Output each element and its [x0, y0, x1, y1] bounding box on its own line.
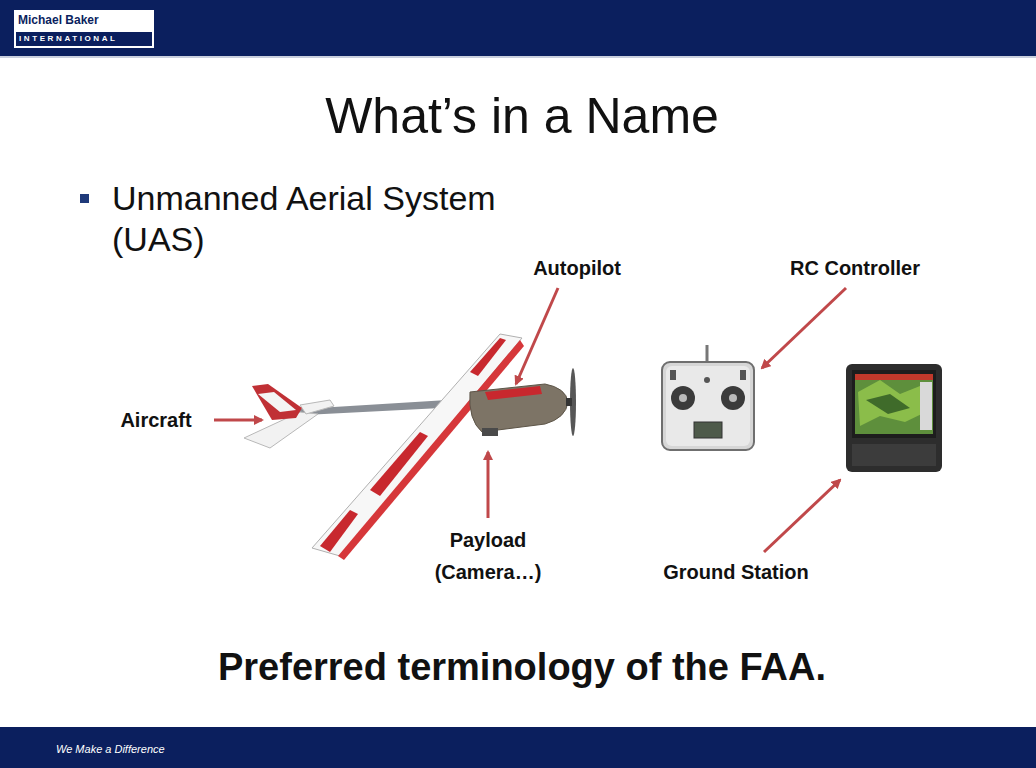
- logo-box: [14, 10, 154, 48]
- logo-name: Michael Baker: [18, 13, 99, 27]
- part-label: Autopilot: [507, 256, 647, 280]
- leader-arrow: [762, 288, 846, 368]
- header-rule: [0, 56, 1036, 58]
- logo-strip: [16, 32, 152, 46]
- logo-subtitle: INTERNATIONAL: [19, 34, 118, 44]
- leader-arrow: [764, 480, 840, 552]
- ground-station-illustration: [846, 364, 942, 472]
- leader-arrow: [214, 419, 262, 422]
- rc-controller-illustration: [662, 345, 754, 450]
- leader-arrow: [516, 288, 558, 384]
- leader-arrow: [487, 452, 490, 518]
- emphasis-note: Preferred terminology of the FAA.: [4, 645, 1036, 691]
- part-label: Ground Station: [636, 560, 836, 584]
- part-label: Payload (Camera…): [418, 524, 558, 588]
- bullet-square: [80, 194, 89, 203]
- footer-bar: [0, 727, 1036, 768]
- footer-slogan: We Make a Difference: [56, 743, 165, 756]
- part-label: RC Controller: [770, 256, 940, 280]
- slide-title: What’s in a Name: [4, 86, 1036, 146]
- leader-arrows: [214, 288, 846, 552]
- header-bar: [0, 0, 1036, 56]
- aircraft-illustration: [244, 334, 576, 560]
- bullet-text: Unmanned Aerial System (UAS): [112, 178, 582, 261]
- part-label: Aircraft: [104, 408, 208, 432]
